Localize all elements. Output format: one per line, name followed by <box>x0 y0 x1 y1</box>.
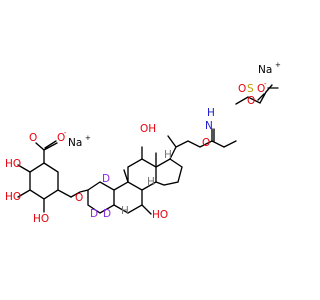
sulfonyl-o2-label: O <box>247 95 255 107</box>
hydroxyl-c-label: HO <box>33 213 49 225</box>
sodium-1-charge: + <box>85 134 91 142</box>
carboxylate-o-label: O <box>29 132 37 144</box>
hydroxyl-12-label: OH <box>140 123 156 135</box>
deuterium-1-label: D <box>102 173 110 185</box>
sodium-2-charge: + <box>275 61 281 69</box>
amide-n-label: N <box>205 120 213 132</box>
taurine-chain-bonds <box>235 91 267 105</box>
steroid-ring-d <box>155 158 183 186</box>
sulfonyl-bonds <box>257 84 279 101</box>
sodium-2-label: Na <box>258 64 272 76</box>
hydroxyl-7-label: HO <box>152 209 168 221</box>
amide-o-label: O <box>202 137 210 149</box>
sodium-1-label: Na <box>68 137 82 149</box>
ring-h-b-label: H <box>147 176 155 188</box>
sulfur-label: S <box>247 83 254 95</box>
ring-a-bonds <box>29 162 59 200</box>
steroid-ring-c <box>127 158 157 191</box>
carboxylate-minus: - <box>64 129 67 137</box>
carboxylate-o-minus-label: O <box>57 132 65 144</box>
sulfonate-o-label: O <box>257 83 265 95</box>
ring-h-c-label: H <box>121 205 129 217</box>
amide-h-label: H <box>207 107 215 119</box>
side-chain-bonds <box>167 135 225 160</box>
sulfonyl-o1-label: O <box>238 83 246 95</box>
atom-labels: Na + S O - O O H N O OH HO H H H D D D O… <box>5 61 281 225</box>
methyl-bonds <box>123 152 157 183</box>
ether-o-label: O <box>75 192 83 204</box>
hydroxyl-b-label: HO <box>5 191 21 203</box>
amide-bonds <box>211 128 237 148</box>
ether-link <box>70 189 89 198</box>
carboxylate-bonds <box>35 140 58 151</box>
ring-h-a-label: H <box>164 149 172 161</box>
molecule-svg: Na + S O - O O H N O OH HO H H H D D D O… <box>5 61 281 225</box>
deuterium-3-label: D <box>103 208 111 220</box>
oh-bonds <box>141 146 152 215</box>
structure-diagram: Na + S O - O O H N O OH HO H H H D D D O… <box>5 61 281 225</box>
ring-a-substituents <box>17 149 72 213</box>
deuterium-2-label: D <box>90 208 98 220</box>
steroid-ring-b <box>113 181 143 214</box>
bond-lines <box>17 84 279 215</box>
sulfonate-minus: - <box>264 80 267 88</box>
hydroxyl-a-label: HO <box>5 158 21 170</box>
